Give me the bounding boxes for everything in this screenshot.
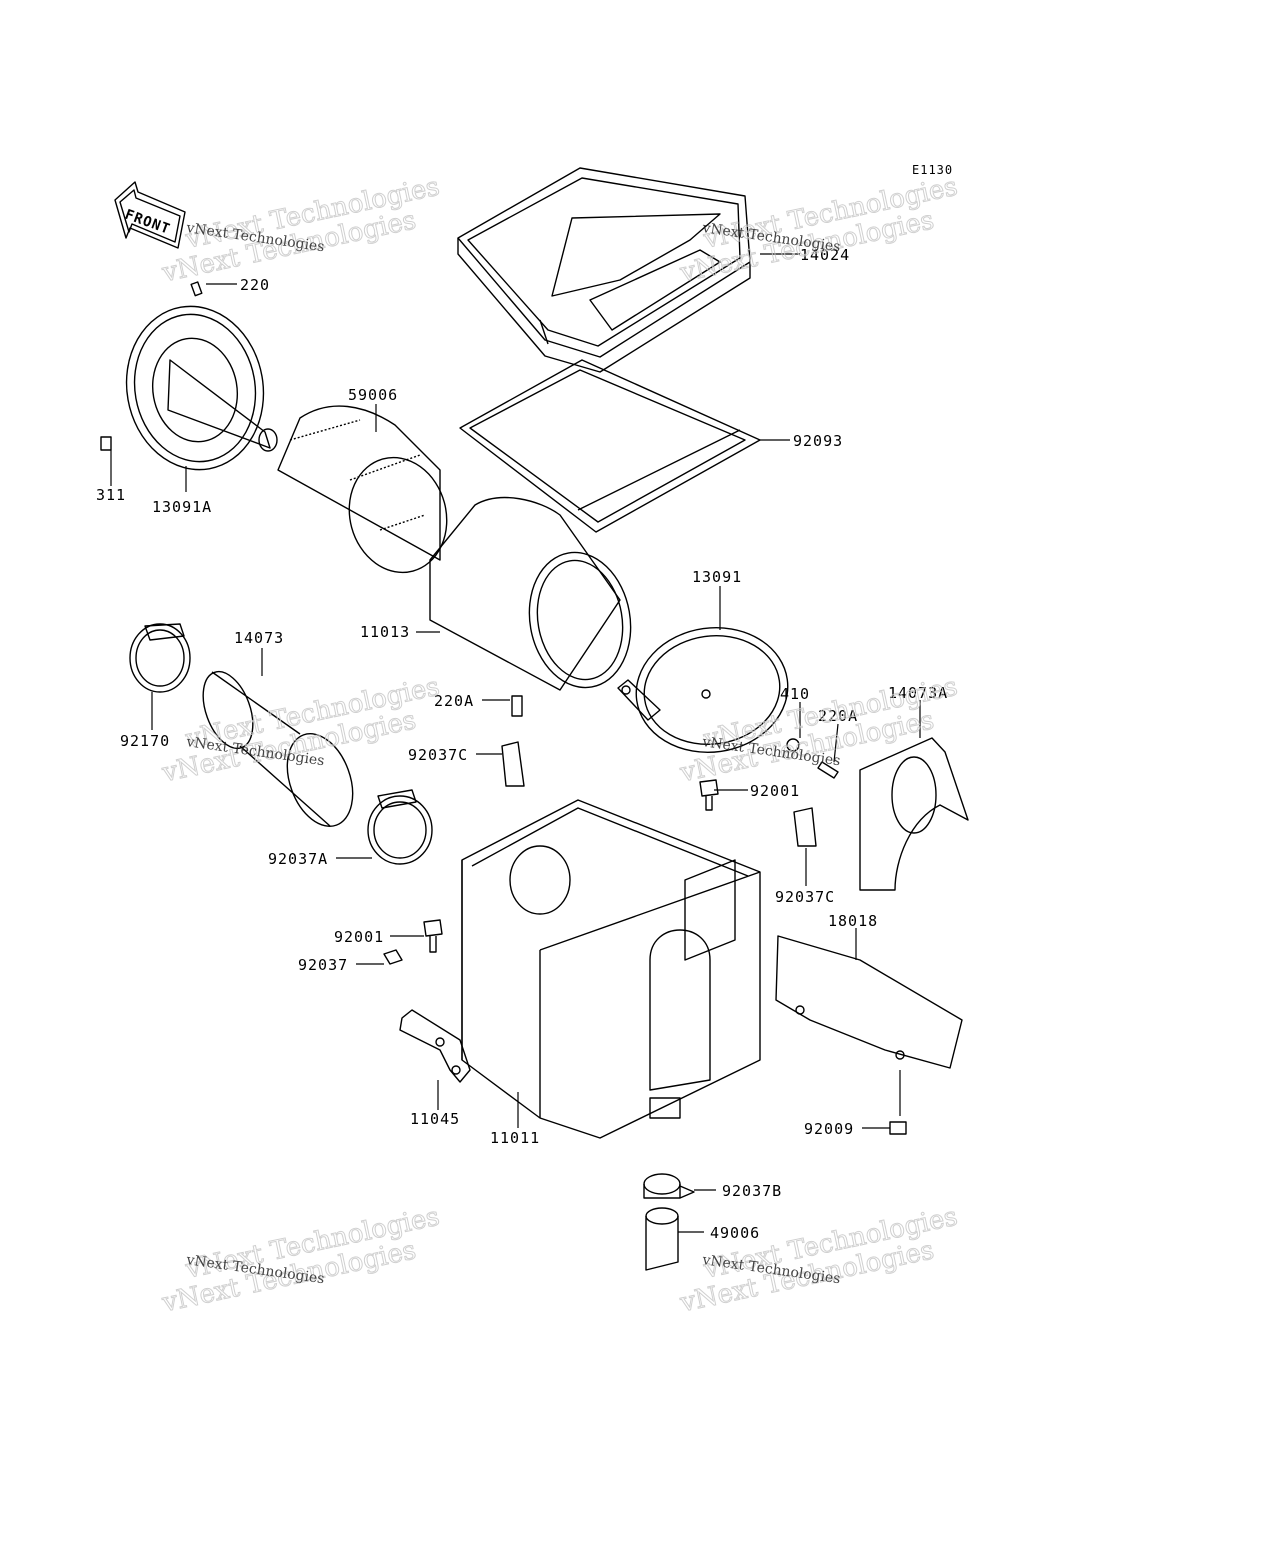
- callout-220A-right: 220A: [818, 707, 858, 725]
- diagram-code: E1130: [912, 163, 953, 177]
- screw-220A-left: [511, 695, 523, 717]
- callout-11011: 11011: [490, 1129, 540, 1147]
- watermark-mid-left: vNext Technologies vNext Technologies: [158, 671, 442, 789]
- bolt-92001-right: [699, 779, 719, 811]
- end-cap-13091: [617, 626, 789, 754]
- watermarks: vNext Technologies vNext Technologies vN…: [158, 171, 960, 1319]
- callout-59006: 59006: [348, 386, 398, 404]
- callout-220A-left: 220A: [434, 692, 474, 710]
- gasket-92093: [459, 359, 761, 533]
- callout-92037B: 92037B: [722, 1182, 782, 1200]
- callout-14073: 14073: [234, 629, 284, 647]
- callout-92001-left: 92001: [334, 928, 384, 946]
- duct-14073: [202, 670, 354, 827]
- drain-49006: [645, 1207, 679, 1271]
- screw-220: [190, 281, 203, 297]
- clamp-92037A: [367, 789, 433, 865]
- callout-92037C-right: 92037C: [775, 888, 835, 906]
- callout-11013: 11013: [360, 623, 410, 641]
- callout-220: 220: [240, 276, 270, 294]
- clamp-92037B: [643, 1173, 695, 1199]
- bolt-92001-left: [423, 919, 443, 953]
- nut-410: [786, 738, 800, 752]
- callout-410: 410: [780, 685, 810, 703]
- clip-311: [100, 436, 112, 451]
- callout-92009: 92009: [804, 1120, 854, 1138]
- air-box-11011: [461, 799, 761, 1139]
- watermark-mid-right: vNext Technologies vNext Technologies: [676, 671, 960, 789]
- leader-lines: [110, 253, 921, 1233]
- callout-92037: 92037: [298, 956, 348, 974]
- clip-92037C-right: [793, 807, 817, 847]
- callout-311: 311: [96, 486, 126, 504]
- callout-14073A: 14073A: [888, 684, 948, 702]
- bolt-92009: [889, 1121, 907, 1135]
- front-arrow-icon: FRONT: [114, 181, 186, 249]
- clip-92037: [383, 949, 403, 965]
- callout-labels: 14024 220 59006 92093 311 13091A 13091 1…: [96, 246, 948, 1242]
- callout-92170: 92170: [120, 732, 170, 750]
- callout-13091A: 13091A: [152, 498, 212, 516]
- callout-49006: 49006: [710, 1224, 760, 1242]
- callout-92093: 92093: [793, 432, 843, 450]
- guard-18018: [775, 935, 963, 1069]
- callout-13091: 13091: [692, 568, 742, 586]
- front-label: FRONT: [123, 207, 173, 238]
- filter-element-59006: [277, 405, 448, 574]
- clamp-92170: [129, 623, 191, 693]
- callout-18018: 18018: [828, 912, 878, 930]
- callout-92001-right: 92001: [750, 782, 800, 800]
- callout-92037C-left: 92037C: [408, 746, 468, 764]
- callout-11045: 11045: [410, 1110, 460, 1128]
- clip-92037C-left: [501, 741, 525, 787]
- filter-element-11013: [429, 497, 632, 691]
- screw-220A-right: [817, 761, 839, 779]
- callout-92037A: 92037A: [268, 850, 328, 868]
- callout-14024: 14024: [800, 246, 850, 264]
- end-cap-13091A: [125, 305, 278, 471]
- bracket-11045: [399, 1009, 471, 1083]
- duct-14073A: [859, 737, 969, 891]
- air-cleaner-cover: [457, 167, 751, 373]
